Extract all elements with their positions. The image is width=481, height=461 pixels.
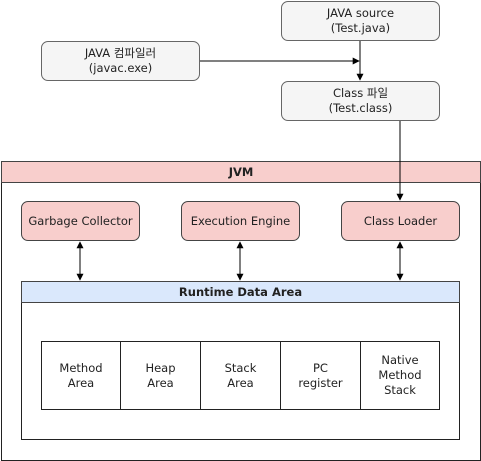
pc-register-line2: register — [298, 375, 343, 390]
class-loader-box: Class Loader — [341, 201, 460, 241]
java-source-label: JAVA source — [326, 6, 395, 20]
java-source-file: (Test.java) — [330, 21, 391, 35]
class-file-label: Class 파일 — [332, 86, 389, 100]
pc-register-box: PC register — [280, 341, 361, 410]
runtime-data-area-header: Runtime Data Area — [21, 281, 460, 303]
pc-register-line1: PC — [313, 360, 328, 375]
stack-area-line2: Area — [227, 375, 254, 390]
runtime-data-area-title: Runtime Data Area — [178, 284, 303, 299]
stack-area-line1: Stack — [224, 360, 257, 375]
native-method-stack-box: Native Method Stack — [360, 341, 440, 410]
java-compiler-box: JAVA 컴파일러 (javac.exe) — [41, 41, 200, 81]
class-file-box: Class 파일 (Test.class) — [281, 81, 440, 121]
class-loader-label: Class Loader — [363, 213, 438, 228]
native-method-stack-line1: Native — [381, 353, 419, 367]
jvm-header: JVM — [1, 161, 481, 183]
execution-engine-label: Execution Engine — [190, 213, 291, 228]
heap-area-line1: Heap — [145, 360, 176, 375]
garbage-collector-box: Garbage Collector — [21, 201, 140, 241]
native-method-stack-line3: Stack — [384, 383, 416, 397]
method-area-line1: Method — [59, 360, 103, 375]
stack-area-box: Stack Area — [200, 341, 281, 410]
java-compiler-label: JAVA 컴파일러 — [84, 46, 157, 60]
heap-area-line2: Area — [147, 375, 174, 390]
garbage-collector-label: Garbage Collector — [28, 213, 133, 228]
method-area-line2: Area — [67, 375, 95, 390]
execution-engine-box: Execution Engine — [181, 201, 300, 241]
java-compiler-exe: (javac.exe) — [88, 61, 153, 75]
method-area-box: Method Area — [41, 341, 121, 410]
jvm-title: JVM — [228, 164, 254, 179]
java-source-box: JAVA source (Test.java) — [281, 1, 440, 41]
native-method-stack-line2: Method — [378, 368, 422, 382]
class-file-name: (Test.class) — [328, 101, 393, 115]
